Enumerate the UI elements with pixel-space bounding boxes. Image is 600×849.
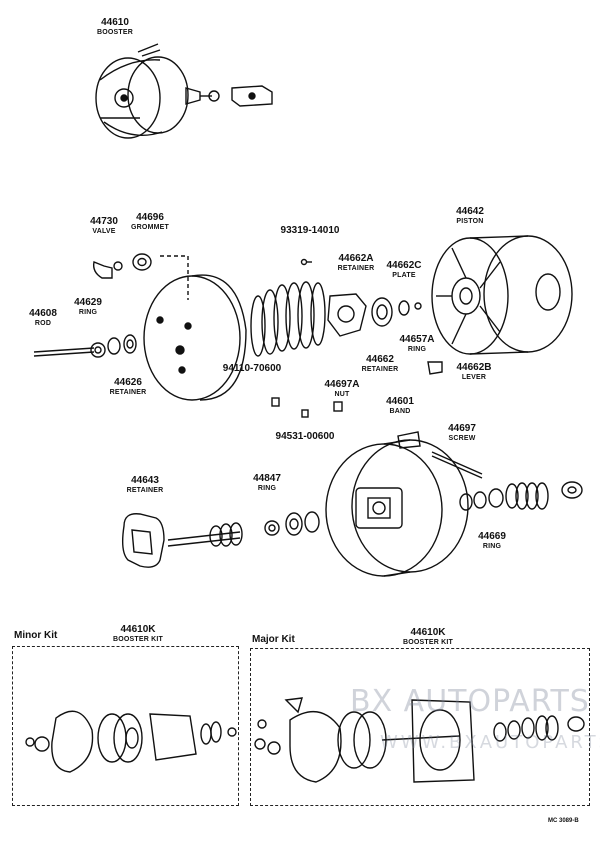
booster-assembly-drawing [95, 43, 273, 139]
part-number: 93319-14010 [280, 225, 340, 236]
part-number: 94110-70600 [222, 363, 282, 374]
small-hardware-drawing [271, 258, 343, 418]
part-number: 44642 [456, 206, 484, 217]
rear-shell-drawing [325, 431, 483, 577]
part-name: BOOSTER KIT [112, 636, 164, 643]
label-44662-retainer: 44662 RETAINER [362, 355, 399, 375]
part-name: SCREW [448, 435, 476, 442]
part-name: RETAINER [109, 389, 147, 396]
label-44662A-retainer: 44662A RETAINER [338, 254, 375, 274]
part-number: 44657A [399, 334, 435, 345]
part-number: 44847 [253, 473, 281, 484]
part-number: 94531-00600 [275, 431, 335, 442]
part-name: RING [407, 346, 427, 353]
part-number: 44697 [448, 423, 476, 434]
part-number: 44610K [120, 624, 156, 635]
label-44657A-ring: 44657A RING [399, 335, 434, 355]
minor-kit-drawing [25, 710, 237, 773]
part-name: PLATE [392, 272, 416, 279]
label-44730-valve: 44730 VALVE [90, 217, 118, 237]
part-name: ROD [34, 320, 52, 327]
right-rings-drawing [459, 481, 583, 511]
part-number: 44662 [366, 354, 394, 365]
major-kit-drawing [254, 697, 585, 783]
part-name: NUT [334, 391, 350, 398]
bellows-drawing [250, 281, 326, 357]
part-number: 44697A [324, 379, 360, 390]
label-44642-piston: 44642 PISTON [456, 207, 484, 227]
label-94531-00600: 94531-00600 [276, 432, 335, 442]
part-number: 44610 [101, 17, 129, 28]
part-number: 44662A [338, 253, 374, 264]
label-44643-retainer: 44643 RETAINER [127, 476, 164, 496]
label-44629-ring: 44629 RING [74, 298, 102, 318]
rod-ring-drawing [33, 334, 137, 358]
label-44626-retainer: 44626 RETAINER [110, 378, 147, 398]
label-93319-14010: 93319-14010 [281, 226, 340, 236]
label-44610-booster: 44610 BOOSTER [97, 18, 133, 38]
label-44847-ring: 44847 RING [253, 474, 281, 494]
part-number: 44730 [90, 216, 118, 227]
label-minor-44610K: 44610K BOOSTER KIT [113, 625, 163, 645]
label-44608-rod: 44608 ROD [29, 309, 57, 329]
diagram-code: MC 3089-B [548, 818, 579, 824]
part-number: 44696 [136, 212, 164, 223]
part-name: RETAINER [126, 487, 164, 494]
part-number: 44662B [456, 362, 492, 373]
part-number: 44662C [386, 260, 422, 271]
label-44696-grommet: 44696 GROMMET [131, 213, 169, 233]
label-44601-band: 44601 BAND [386, 397, 414, 417]
label-44697-screw: 44697 SCREW [448, 424, 476, 444]
part-number: 44626 [114, 377, 142, 388]
part-number: 44669 [478, 531, 506, 542]
label-44697A-nut: 44697A NUT [324, 380, 359, 400]
label-44662C-plate: 44662C PLATE [386, 261, 421, 281]
part-name: RING [482, 543, 502, 550]
part-name: RETAINER [361, 366, 399, 373]
part-number: 44610K [410, 627, 446, 638]
part-name: GROMMET [131, 224, 169, 231]
label-44662B-lever: 44662B LEVER [456, 363, 491, 383]
part-name: BOOSTER KIT [402, 639, 454, 646]
valve-grommet-drawing [92, 253, 152, 279]
label-major-44610K: 44610K BOOSTER KIT [403, 628, 453, 648]
part-name: BOOSTER [96, 29, 134, 36]
minor-kit-title: Minor Kit [14, 630, 58, 641]
part-name: BAND [389, 408, 411, 415]
part-name: RING [257, 485, 277, 492]
part-number: 44601 [386, 396, 414, 407]
major-kit-title: Major Kit [252, 634, 295, 645]
watermark-brand: BX AUTOPARTS [350, 684, 590, 719]
part-number: 44643 [131, 475, 159, 486]
part-name: RING [78, 309, 98, 316]
label-94110-70600: 94110-70600 [223, 364, 281, 374]
part-name: VALVE [92, 228, 116, 235]
front-shell-drawing [143, 255, 247, 401]
part-number: 44608 [29, 308, 57, 319]
part-name: PISTON [456, 218, 484, 225]
part-name: RETAINER [337, 265, 375, 272]
retainer-plate-drawing [327, 293, 443, 375]
major-kit-box [250, 648, 590, 806]
part-name: LEVER [461, 374, 487, 381]
part-number: 44629 [74, 297, 102, 308]
minor-kit-box [12, 646, 239, 806]
piston-drawing [431, 235, 573, 355]
label-44669-ring: 44669 RING [478, 532, 506, 552]
retainer-shaft-drawing [121, 511, 320, 568]
